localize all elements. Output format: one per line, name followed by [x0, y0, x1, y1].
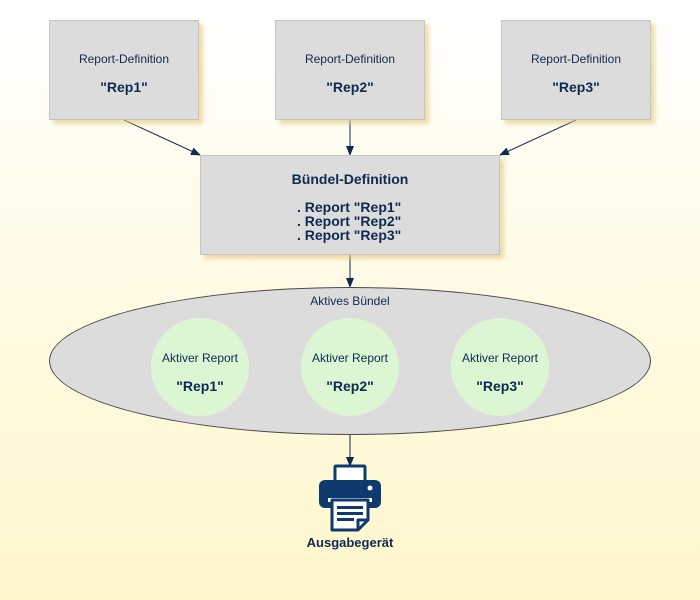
active-report-rep1: Aktiver Report "Rep1": [151, 318, 249, 416]
report-definition-name: "Rep1": [100, 79, 148, 95]
arrow-rep3-to-bundle: [499, 119, 577, 156]
report-definition-name: "Rep2": [326, 79, 374, 95]
report-definition-rep1: Report-Definition "Rep1": [49, 20, 199, 120]
active-report-rep3: Aktiver Report "Rep3": [451, 318, 549, 416]
active-report-label: Aktiver Report: [311, 351, 389, 365]
report-definition-label: Report-Definition: [530, 52, 622, 66]
active-bundle-label: Aktives Bündel: [310, 294, 390, 308]
bundle-definition-list: . Report "Rep1" . Report "Rep2" . Report…: [297, 200, 401, 242]
active-report-name: "Rep2": [326, 378, 374, 394]
bundle-definition-title: Bündel-Definition: [291, 171, 409, 187]
bundle-item-rep1: . Report "Rep1": [297, 199, 402, 215]
printer-icon: [319, 464, 381, 532]
report-definition-label: Report-Definition: [78, 52, 170, 66]
active-report-name: "Rep3": [476, 378, 524, 394]
output-device-label: Ausgabegerät: [306, 535, 394, 550]
bundle-item-rep2: . Report "Rep2": [297, 213, 402, 229]
active-report-label: Aktiver Report: [161, 351, 239, 365]
active-bundle-ellipse: Aktives Bündel Aktiver Report "Rep1" Akt…: [49, 287, 651, 435]
active-report-rep2: Aktiver Report "Rep2": [301, 318, 399, 416]
report-definition-label: Report-Definition: [304, 52, 396, 66]
active-report-label: Aktiver Report: [461, 351, 539, 365]
report-definition-rep2: Report-Definition "Rep2": [275, 20, 425, 120]
report-definition-rep3: Report-Definition "Rep3": [501, 20, 651, 120]
bundle-item-rep3: . Report "Rep3": [297, 227, 402, 243]
report-definition-name: "Rep3": [552, 79, 600, 95]
active-report-name: "Rep1": [176, 378, 224, 394]
arrow-rep1-to-bundle: [123, 119, 201, 156]
bundle-definition-box: Bündel-Definition . Report "Rep1" . Repo…: [200, 155, 500, 255]
